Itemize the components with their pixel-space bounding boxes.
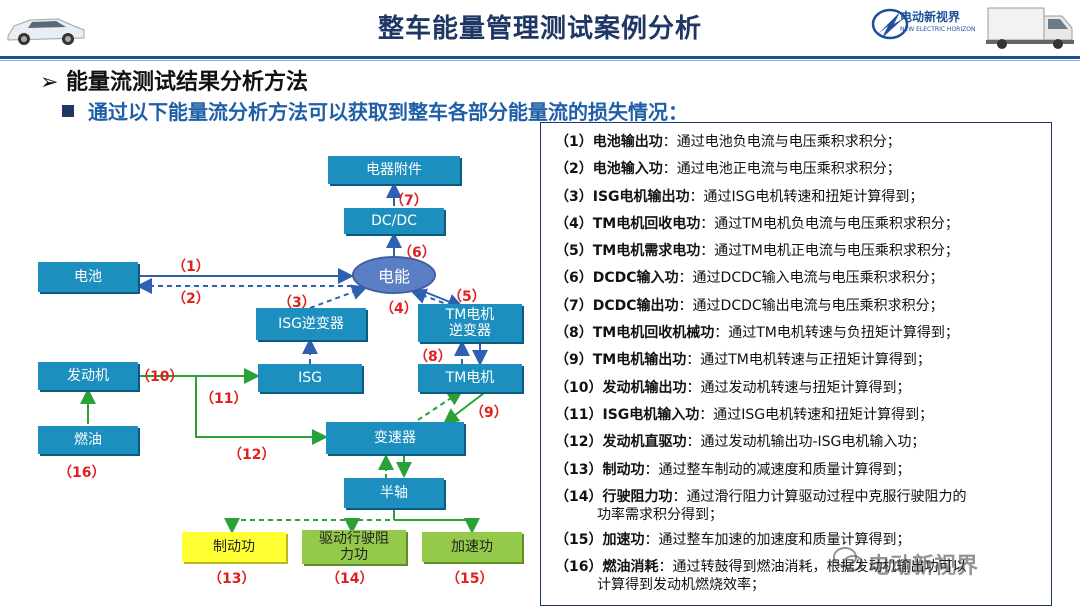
header: 整车能量管理测试案例分析 电动新视界 NEW ELECTRIC HORIZON	[0, 0, 1080, 58]
list-item: （11）ISG电机输入功：通过ISG电机转速和扭矩计算得到；	[555, 406, 934, 423]
node-energy: 电能	[352, 256, 436, 294]
logo-subtitle: NEW ELECTRIC HORIZON	[900, 26, 976, 33]
label-10: （10）	[136, 369, 184, 385]
list-item: （13）制动功：通过整车制动的减速度和质量计算得到；	[555, 461, 911, 478]
label-4: （4）	[380, 301, 418, 317]
node-engine: 发动机	[38, 362, 138, 390]
node-accessory: 电器附件	[328, 156, 460, 184]
label-3: （3）	[278, 295, 316, 311]
node-battery: 电池	[38, 262, 138, 292]
node-tm-inverter-line2: 逆变器	[449, 323, 491, 339]
flow-tm-gearbox	[442, 389, 489, 425]
methods-list: （1）电池输出功：通过电池负电流与电压乘积求积分； （2）电池输入功：通过电池正…	[540, 122, 1052, 606]
list-item: （5）TM电机需求电功：通过TM电机正电流与电压乘积求积分；	[555, 243, 959, 260]
label-12: （12）	[228, 447, 276, 463]
label-14: （14）	[326, 571, 374, 587]
node-isg: ISG	[258, 364, 362, 392]
flow-isginv-energy	[309, 284, 368, 309]
node-isg-inverter: ISG逆变器	[256, 308, 366, 340]
node-accel: 加速功	[422, 532, 522, 562]
node-drive-resistance-line2: 力功	[340, 547, 368, 563]
label-16: （16）	[58, 465, 106, 481]
label-11: （11）	[200, 391, 248, 407]
truck-image	[986, 7, 1074, 49]
node-gearbox: 变速器	[326, 422, 464, 454]
label-15: （15）	[446, 571, 494, 587]
logo-icon	[871, 8, 909, 40]
list-item: （8）TM电机回收机械功：通过TM电机转速与负扭矩计算得到；	[555, 325, 959, 342]
label-6: （6）	[398, 245, 436, 261]
list-item: （7）DCDC输出功：通过DCDC输出电流与电压乘积求积分；	[555, 297, 944, 314]
flow-tminv-energy	[410, 288, 453, 307]
section-subheading: 通过以下能量流分析方法可以获取到整车各部分能量流的损失情况：	[62, 96, 688, 125]
list-item: （3）ISG电机输出功：通过ISG电机转速和扭矩计算得到；	[555, 188, 924, 205]
label-1: （1）	[172, 259, 210, 275]
node-tm-inverter: TM电机 逆变器	[418, 304, 522, 342]
list-item: （12）发动机直驱功：通过发动机输出功-ISG电机输入功；	[555, 434, 926, 451]
node-tm-inverter-line1: TM电机	[445, 306, 495, 323]
wechat-icon	[833, 547, 863, 571]
header-rule	[0, 56, 1080, 59]
list-item: （15）加速功：通过整车加速的加速度和质量计算得到；	[555, 531, 911, 548]
label-7: （7）	[390, 193, 428, 209]
list-item: （14）行驶阻力功：通过滑行阻力计算驱动过程中克服行驶阻力的功率需求积分得到；	[555, 488, 967, 523]
list-item: （16）燃油消耗：通过转鼓得到燃油消耗，根据发动机输出功可以计算得到发动机燃烧效…	[555, 559, 967, 594]
car-image	[7, 18, 85, 45]
label-9: （9）	[470, 405, 508, 421]
label-13: （13）	[208, 571, 256, 587]
list-item: （9）TM电机输出功：通过TM电机转速与正扭矩计算得到；	[555, 352, 931, 369]
logo-name: 电动新视界	[900, 10, 961, 24]
node-halfshaft: 半轴	[344, 478, 444, 508]
arrow-bullet-icon: ➢	[40, 70, 59, 95]
list-item: （2）电池输入功：通过电池正电流与电压乘积求积分；	[555, 161, 901, 178]
label-2: （2）	[172, 291, 210, 307]
list-item: （1）电池输出功：通过电池负电流与电压乘积求积分；	[555, 134, 901, 150]
page-title: 整车能量管理测试案例分析	[377, 14, 702, 44]
list-item: （4）TM电机回收电功：通过TM电机负电流与电压乘积求积分；	[555, 215, 959, 232]
header-rule-thin	[0, 60, 1080, 61]
section-heading: ➢能量流测试结果分析方法	[40, 70, 309, 95]
node-braking: 制动功	[182, 532, 286, 562]
node-fuel: 燃油	[38, 426, 138, 454]
label-5: （5）	[448, 289, 486, 305]
square-bullet-icon	[62, 105, 74, 117]
node-drive-resistance-line1: 驱动行驶阻	[319, 530, 389, 547]
node-drive-resistance: 驱动行驶阻 力功	[302, 530, 406, 564]
watermark: 电动新视界	[868, 554, 979, 579]
label-8: （8）	[414, 349, 452, 365]
node-tm-motor: TM电机	[418, 364, 522, 392]
list-item: （6）DCDC输入功：通过DCDC输入电流与电压乘积求积分；	[555, 270, 944, 287]
list-item: （10）发动机输出功：通过发动机转速与扭矩计算得到；	[555, 379, 911, 396]
flow-engine-gearbox	[195, 376, 328, 445]
node-dcdc: DC/DC	[344, 208, 444, 234]
